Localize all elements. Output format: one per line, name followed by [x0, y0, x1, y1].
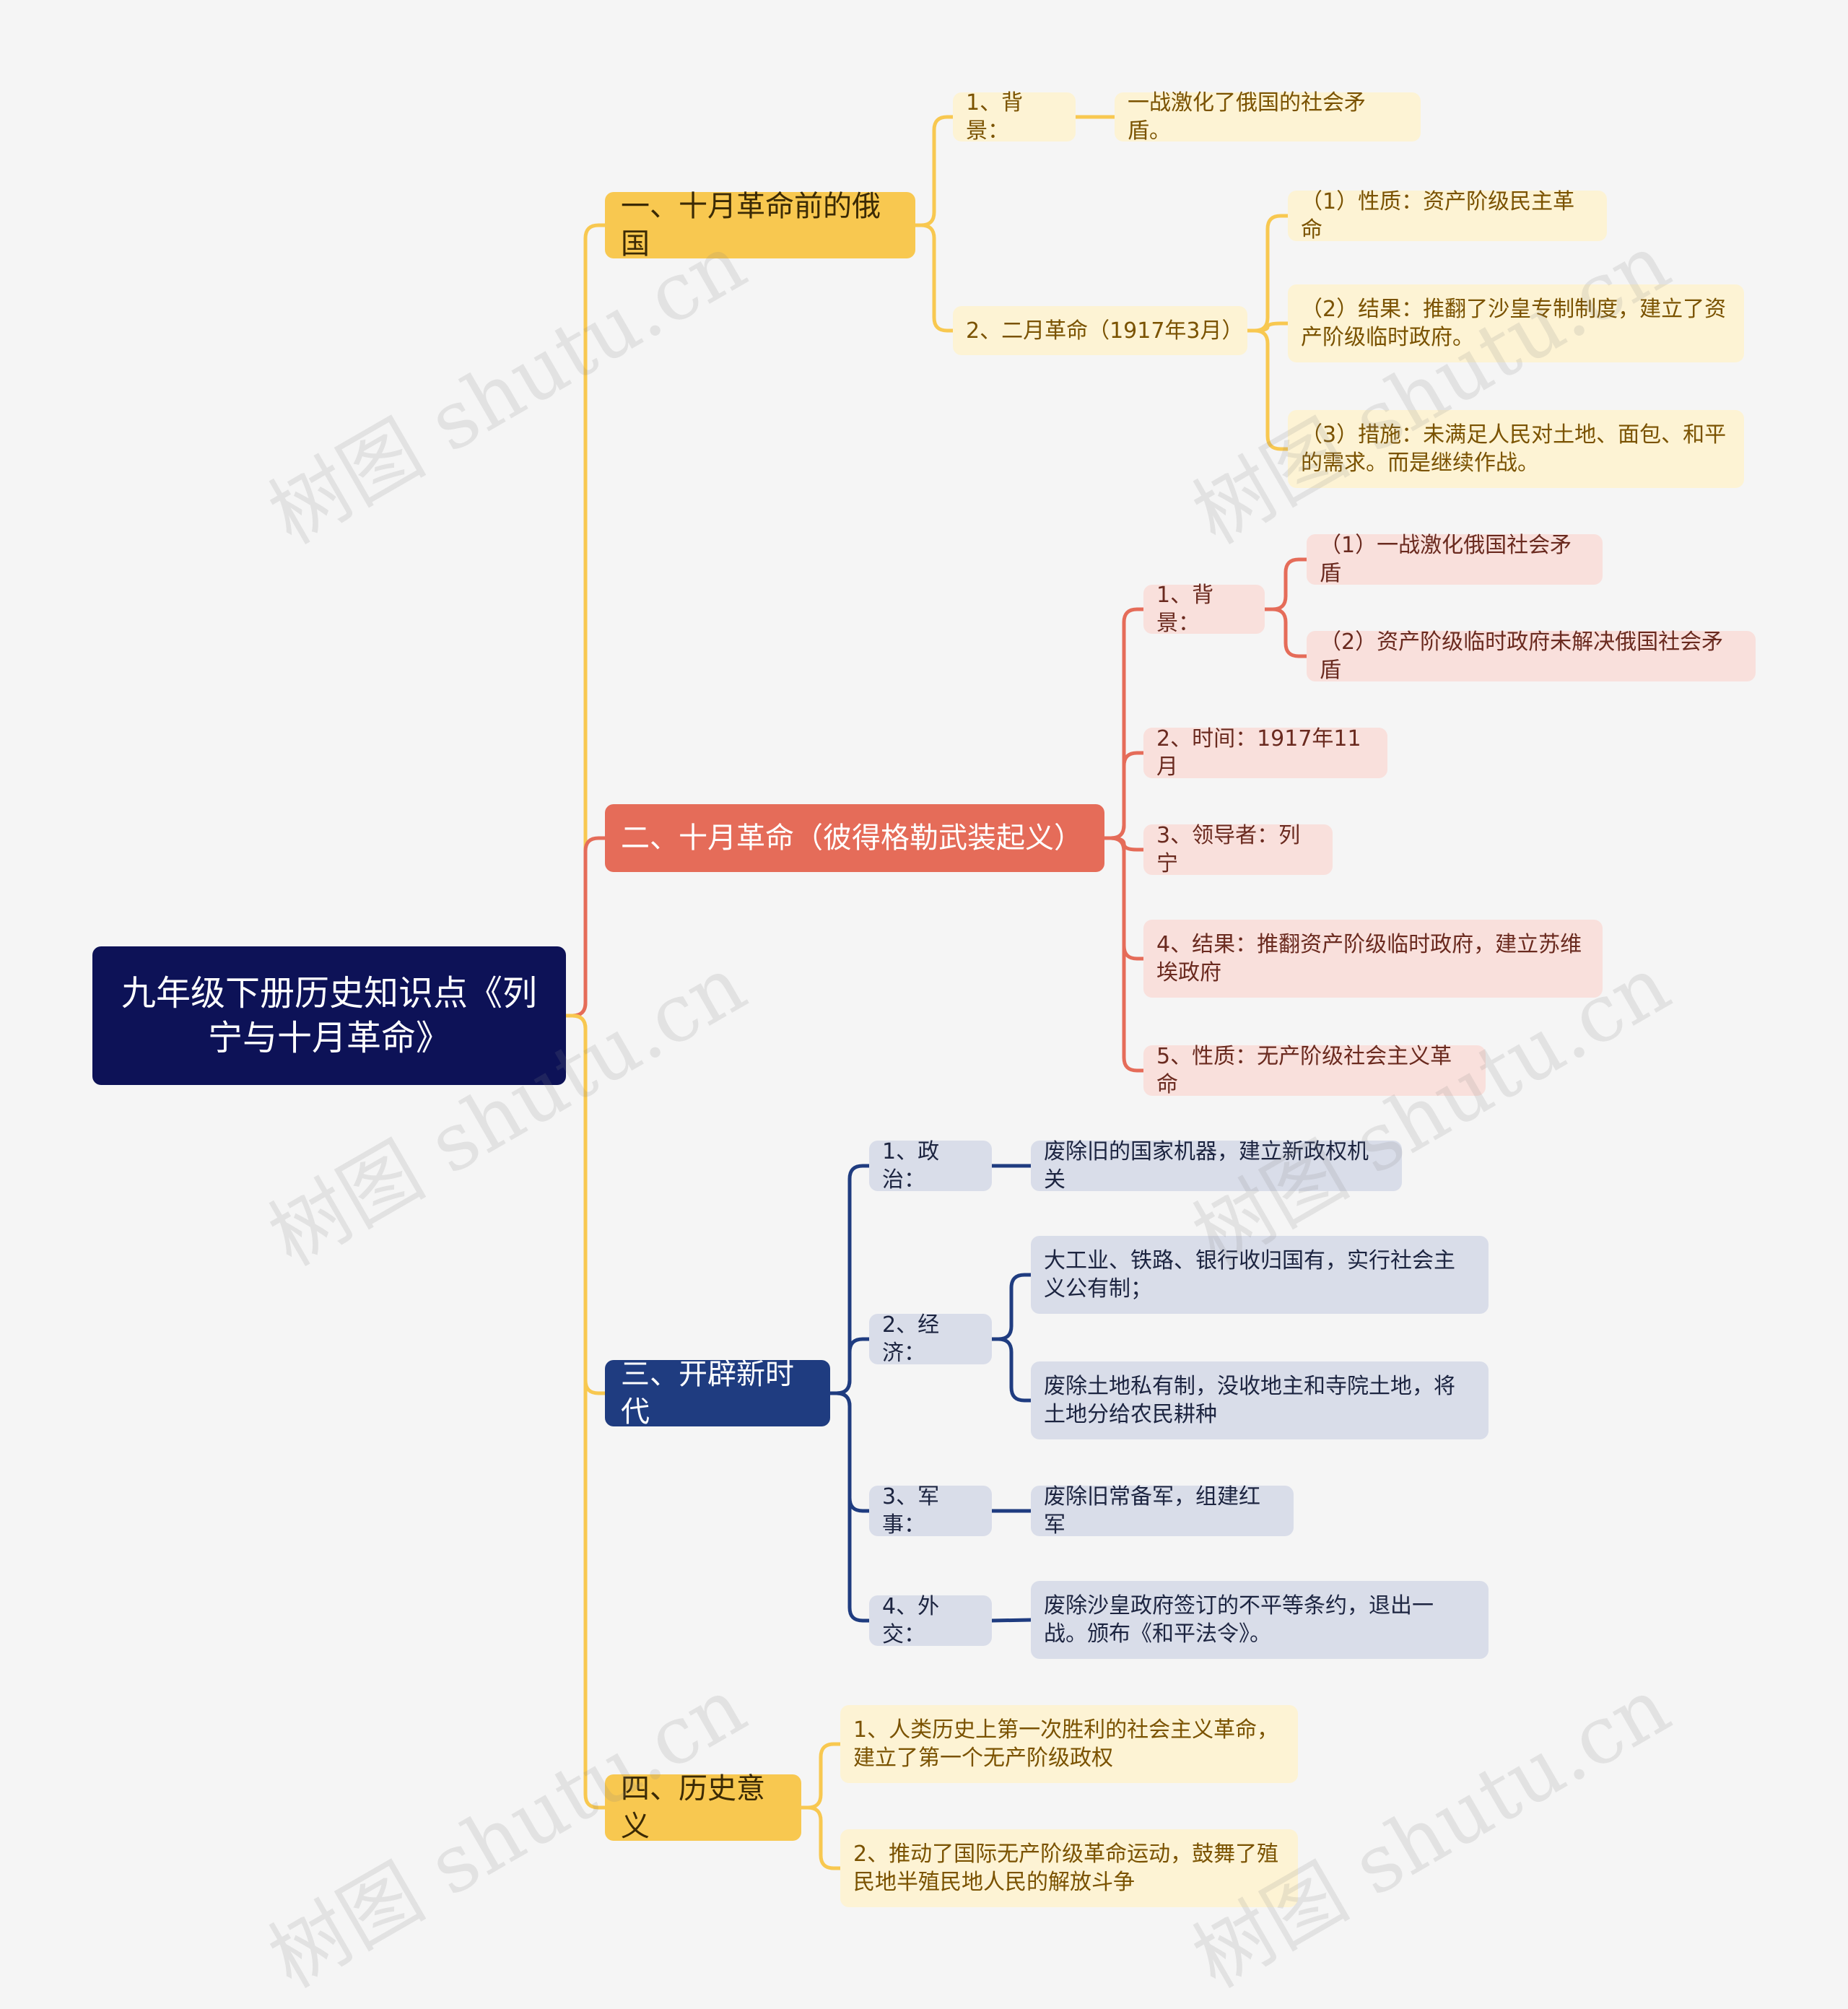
- branch-historical-significance[interactable]: 四、历史意义: [605, 1772, 801, 1843]
- edge-feb-1: [1245, 214, 1290, 333]
- branch-pre-revolution-russia[interactable]: 一、十月革命前的俄国: [605, 190, 915, 261]
- branch-label: 四、历史意义: [621, 1772, 765, 1843]
- edge-b2-bg-2: [1263, 607, 1309, 658]
- edge-feb-3: [1245, 328, 1290, 451]
- edge-b2-4: [1102, 836, 1146, 1073]
- significance-item-1[interactable]: 1、人类历史上第一次胜利的社会主义革命，建立了第一个无产阶级政权: [840, 1705, 1298, 1783]
- edge-b1-feb: [913, 223, 955, 333]
- edge-b1-background: [913, 115, 955, 227]
- root-title: 九年级下册历史知识点《列宁与十月革命》: [121, 972, 537, 1058]
- pre-background-label[interactable]: 1、背景：: [953, 90, 1076, 144]
- branch-label: 二、十月革命（彼得格勒武装起义）: [621, 822, 1083, 855]
- politics-detail[interactable]: 废除旧的国家机器，建立新政权机关: [1031, 1139, 1402, 1193]
- politics-label[interactable]: 1、政治：: [869, 1139, 992, 1193]
- oct-background-item-1[interactable]: （1）一战激化俄国社会矛盾: [1307, 533, 1603, 586]
- diplomacy-label[interactable]: 4、外交：: [869, 1594, 992, 1647]
- branch-label: 三、开辟新时代: [621, 1358, 794, 1429]
- military-label[interactable]: 3、军事：: [869, 1484, 992, 1538]
- economy-item-2[interactable]: 废除土地私有制，没收地主和寺院土地，将土地分给农民耕种: [1031, 1361, 1489, 1439]
- edge-economy-1: [990, 1273, 1033, 1341]
- edge-b2-1: [1102, 751, 1146, 840]
- feb-measures[interactable]: （3）措施：未满足人民对土地、面包、和平的需求。而是继续作战。: [1288, 410, 1744, 488]
- branch-october-revolution[interactable]: 二、十月革命（彼得格勒武装起义）: [605, 804, 1104, 872]
- oct-result[interactable]: 4、结果：推翻资产阶级临时政府，建立苏维埃政府: [1143, 920, 1603, 998]
- edge-b4-2: [799, 1805, 842, 1870]
- edge-root-branch4: [564, 1014, 607, 1810]
- oct-time[interactable]: 2、时间：1917年11月: [1143, 726, 1387, 780]
- edge-economy-2: [990, 1337, 1033, 1403]
- edge-b3-3: [828, 1391, 871, 1623]
- pre-background-detail[interactable]: 一战激化了俄国的社会矛盾。: [1115, 90, 1421, 144]
- february-revolution[interactable]: 2、二月革命（1917年3月）: [953, 306, 1247, 355]
- root-topic[interactable]: 九年级下册历史知识点《列宁与十月革命》: [92, 946, 566, 1085]
- diplomacy-detail[interactable]: 废除沙皇政府签订的不平等条约，退出一战。颁布《和平法令》。: [1031, 1581, 1489, 1659]
- oct-background-item-2[interactable]: （2）资产阶级临时政府未解决俄国社会矛盾: [1307, 629, 1756, 683]
- branch-label: 一、十月革命前的俄国: [621, 190, 881, 261]
- oct-nature[interactable]: 5、性质：无产阶级社会主义革命: [1143, 1044, 1486, 1097]
- economy-label[interactable]: 2、经济：: [869, 1312, 992, 1366]
- feb-nature[interactable]: （1）性质：资产阶级民主革命: [1288, 189, 1607, 243]
- edge-b4-1: [799, 1742, 842, 1810]
- branch-new-era[interactable]: 三、开辟新时代: [605, 1358, 830, 1429]
- edge-diplomacy-detail: [990, 1618, 1033, 1623]
- edge-b2-bg-1: [1263, 557, 1309, 611]
- oct-leader[interactable]: 3、领导者：列宁: [1143, 823, 1333, 876]
- edge-b3-1: [828, 1337, 871, 1395]
- edge-root-branch2: [564, 836, 607, 1018]
- military-detail[interactable]: 废除旧常备军，组建红军: [1031, 1484, 1294, 1538]
- economy-item-1[interactable]: 大工业、铁路、银行收归国有，实行社会主义公有制；: [1031, 1236, 1489, 1314]
- oct-background-label[interactable]: 1、背景：: [1143, 583, 1265, 636]
- significance-item-2[interactable]: 2、推动了国际无产阶级革命运动，鼓舞了殖民地半殖民地人民的解放斗争: [840, 1829, 1298, 1907]
- feb-result[interactable]: （2）结果：推翻了沙皇专制制度，建立了资产阶级临时政府。: [1288, 284, 1744, 362]
